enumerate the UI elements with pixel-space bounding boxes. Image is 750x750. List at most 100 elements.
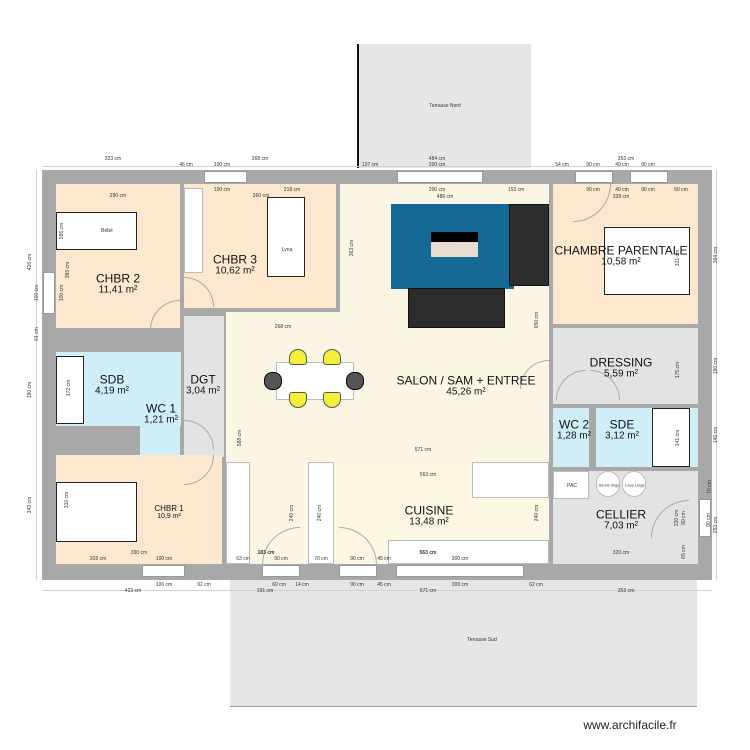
dim-room: 40 cm [615, 187, 629, 193]
window-cellier [699, 499, 711, 537]
dim-room: 486 cm [436, 194, 454, 200]
dim-bottom-outer: 92 cm [197, 582, 211, 588]
dim-interior: 240 cm [534, 504, 540, 522]
dim-left: 180 cm [27, 381, 33, 399]
label-wc2: WC 2 1,28 m² [557, 417, 591, 442]
label-sde: SDE 3,12 m² [605, 417, 639, 442]
dim-bottom-outer: 423 cm [124, 588, 142, 594]
dim-interior: 268 cm [274, 324, 292, 330]
dim-interior: 363 cm [349, 239, 355, 257]
dim-bottom-outer: 300 cm [451, 582, 469, 588]
dim-bottom-outer: 191 cm [256, 588, 274, 594]
dim-bottom: 183 cm [257, 550, 275, 556]
label-cellier: CELLIER 7,03 m² [595, 507, 647, 532]
dim-room: 360 cm [252, 193, 270, 199]
dim-room: 218 cm [283, 187, 301, 193]
dim-bottom-outer: 100 cm [155, 582, 173, 588]
dim-bottom-outer: 62 cm [529, 582, 543, 588]
bed-bebe: Bébé [56, 212, 137, 250]
dim-bottom: 100 cm [155, 556, 173, 562]
pac-unit: PAC [553, 471, 589, 499]
dim-room: 328 cm [612, 194, 630, 200]
label-chbr1: CHBR 1 10,9 m² [154, 504, 184, 521]
dim-bottom-outer: 571 cm [419, 588, 437, 594]
seche-linge: Sèche linge [596, 471, 620, 497]
dim-room: 50 cm [674, 187, 688, 193]
terrace-south: Terrasse Sud [230, 578, 697, 707]
dim-right: 253 cm [713, 516, 719, 534]
dim-right: 364 cm [713, 246, 719, 264]
dim-left: 343 cm [27, 496, 33, 514]
dim-left: 100 cm [34, 284, 40, 302]
label-sdb: SDB 4,19 m² [95, 372, 129, 397]
bed-chbr1 [56, 482, 137, 542]
dim-bottom: 90 cm [274, 556, 288, 562]
dim-interior: 571 cm [414, 447, 432, 453]
dim-room: 100 cm [213, 187, 231, 193]
dim-line-bottom [42, 590, 712, 591]
dim-bottom: 563 cm [419, 550, 437, 556]
dim-interior: 650 cm [534, 311, 540, 329]
room-chbr3 [184, 184, 336, 308]
dim-line-top [42, 166, 712, 167]
label-chbr3: CHBR 3 10,62 m² [212, 252, 258, 277]
dim-bottom-outer: 45 cm [377, 582, 391, 588]
dim-interior: 141 cm [675, 429, 681, 447]
dim-top-inner: 90 cm [586, 162, 600, 168]
dim-line-left [36, 170, 37, 580]
dim-room: 90 cm [641, 187, 655, 193]
terrace-north: Terrasse Nord [357, 44, 531, 168]
dim-top-inner: 40 cm [615, 162, 629, 168]
dim-line-right [716, 170, 717, 580]
dim-right: 90 cm [706, 513, 712, 527]
dim-left-inner: 172 cm [66, 379, 72, 397]
dim-room: 290 cm [109, 193, 127, 199]
terrace-north-label: Terrasse Nord [429, 103, 461, 109]
dim-bottom: 45 cm [377, 556, 391, 562]
label-cuisine: CUISINE 13,48 m² [404, 503, 454, 528]
dim-bottom: 90 cm [350, 556, 364, 562]
label-dgt: DGT 3,04 m² [186, 372, 220, 397]
window-chbr1 [142, 565, 185, 577]
watermark: www.archifacile.fr [583, 718, 677, 732]
shower-sdb [56, 356, 84, 424]
dim-interior: 563 cm [419, 472, 437, 478]
dim-top-inner: 100 cm [213, 162, 231, 168]
chair [323, 349, 341, 365]
dim-top: 137 cm [361, 162, 379, 168]
room-wc2 [553, 408, 589, 467]
window-chbr2 [43, 272, 55, 314]
dim-bottom: 320 cm [612, 550, 630, 556]
sofa-right [509, 204, 549, 286]
bed-parentale [604, 227, 690, 295]
chair-end-right [346, 372, 364, 390]
kitchen-counter-bottom [388, 540, 549, 564]
dim-interior: 240 cm [289, 504, 295, 522]
dim-left: 61 cm [34, 327, 40, 341]
dim-bottom: 70 cm [314, 556, 328, 562]
dim-bottom-outer: 90 cm [350, 582, 364, 588]
chair-end-left [264, 372, 282, 390]
dim-left-inner: 286 cm [59, 222, 65, 240]
entry-closet [226, 462, 250, 564]
lave-linge: Lave Linge [622, 471, 646, 497]
dim-left-inner: 310 cm [64, 491, 70, 509]
sofa-bottom [408, 288, 505, 328]
dim-top-inner: 54 cm [555, 162, 569, 168]
dim-bottom: 63 cm [236, 556, 250, 562]
dim-room: 90 cm [586, 187, 600, 193]
dim-interior: 175 cm [675, 361, 681, 379]
dim-interior: 220 cm [674, 509, 680, 527]
window-cuisine-1 [339, 565, 377, 577]
dim-room: 153 cm [507, 187, 525, 193]
chair [289, 349, 307, 365]
dim-interior: 90 cm [681, 511, 687, 525]
window-chbr3 [204, 171, 247, 183]
dim-top: 353 cm [617, 156, 635, 162]
dim-bottom: 203 cm [89, 556, 107, 562]
shower-sde [652, 408, 690, 467]
dim-right: 70 cm [707, 480, 713, 494]
dim-left: 426 cm [27, 253, 33, 271]
dim-top-inner: 90 cm [641, 162, 655, 168]
label-chbr2: CHBR 2 11,41 m² [95, 271, 141, 296]
